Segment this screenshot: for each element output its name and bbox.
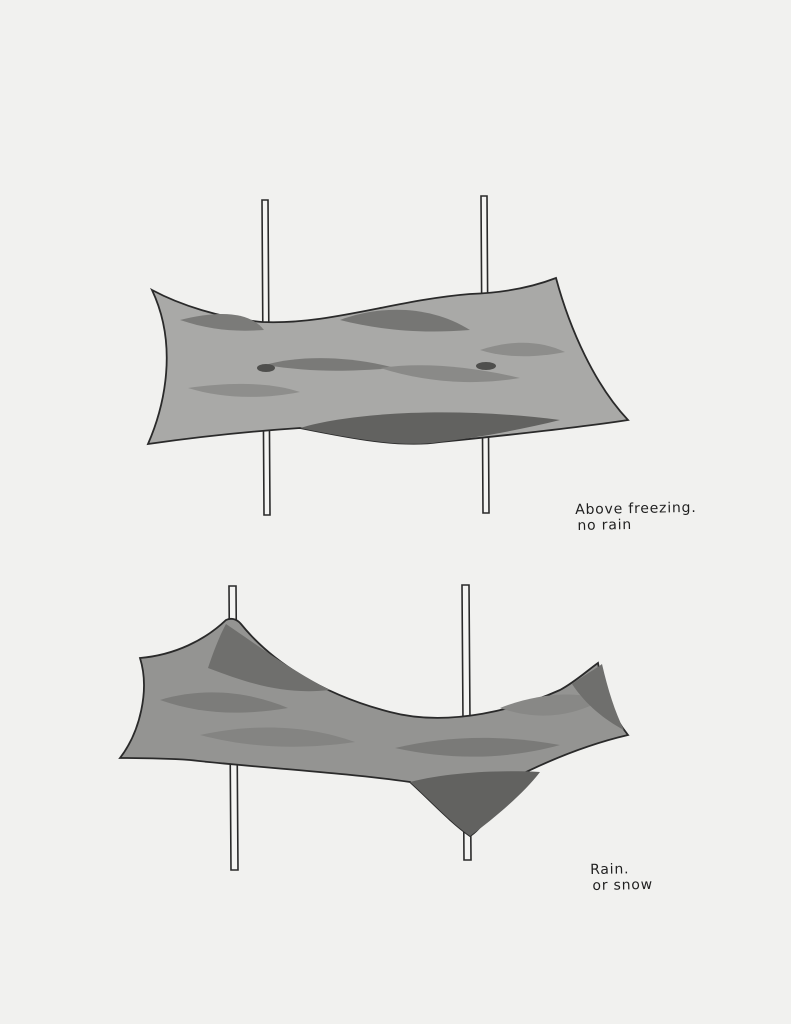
- tarp-sagging-illustration: [120, 585, 628, 870]
- tarp-sagging-shadow: [410, 771, 540, 836]
- caption-top-line-2: no rain: [577, 516, 697, 534]
- caption-top-line-1: Above freezing.: [575, 500, 697, 518]
- caption-above-freezing: Above freezing. no rain: [575, 500, 697, 534]
- tarp-flat-illustration: [148, 196, 628, 515]
- caption-bottom-line-1: Rain.: [590, 861, 653, 878]
- caption-rain-snow: Rain. or snow: [590, 861, 653, 894]
- caption-bottom-line-2: or snow: [592, 877, 653, 894]
- tarp-sagging-body: [120, 619, 628, 836]
